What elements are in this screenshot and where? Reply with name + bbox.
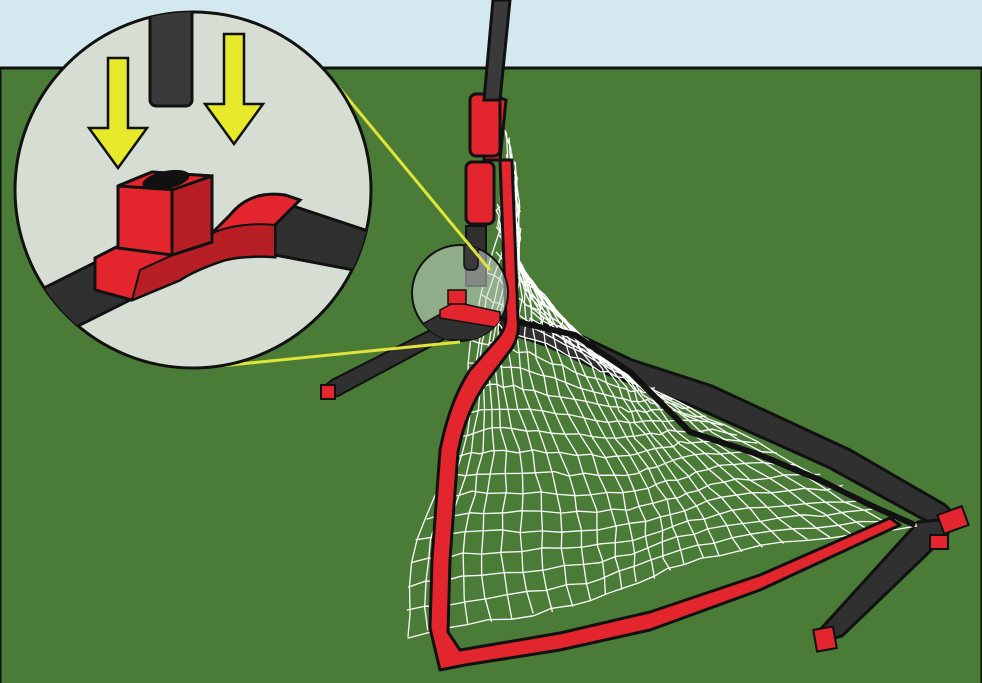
pole-end bbox=[150, 0, 192, 106]
